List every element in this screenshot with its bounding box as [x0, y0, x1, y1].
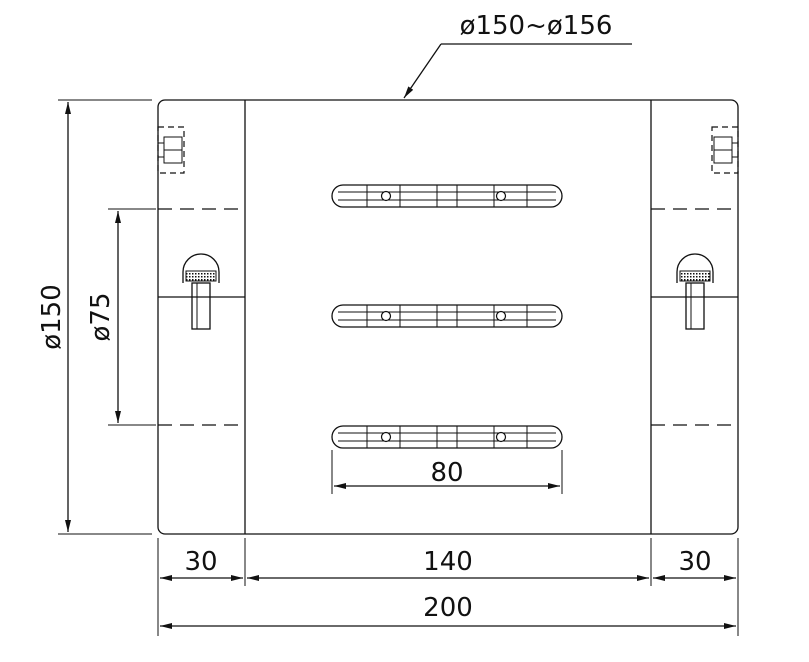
outer-diameter-range-label: ø150~ø156 — [460, 11, 613, 41]
slot — [331, 184, 563, 208]
segment-dimensions: 30 140 30 — [160, 547, 736, 581]
latch-pin-left — [182, 253, 220, 330]
overall-length-label: 200 — [423, 593, 473, 623]
slot-length-dimension: 80 — [331, 450, 563, 494]
set-screw-left — [157, 126, 185, 174]
slot-outline — [331, 184, 563, 208]
right-segment-label: 30 — [678, 547, 711, 577]
slot-hole — [380, 431, 392, 443]
slot-outline — [331, 304, 563, 328]
bottom-extension-lines — [157, 538, 739, 636]
slot — [331, 304, 563, 328]
body-outline — [157, 99, 739, 535]
overall-length-dimension: 200 — [160, 593, 736, 629]
slot-hole — [495, 310, 507, 322]
slot — [331, 425, 563, 449]
outer-diameter-leader: ø150~ø156 — [403, 11, 632, 99]
slot-hole — [380, 190, 392, 202]
hidden-bore-lines — [158, 208, 738, 426]
overall-height-dimension: ø150 — [37, 99, 152, 535]
set-screw-right — [711, 126, 739, 174]
middle-segment-label: 140 — [423, 547, 473, 577]
slot-hole — [380, 310, 392, 322]
inner-diameter-dimension: ø75 — [86, 208, 156, 426]
slot-hole — [495, 431, 507, 443]
latch-pin-right — [676, 253, 714, 330]
overall-height-label: ø150 — [37, 284, 67, 350]
left-segment-label: 30 — [184, 547, 217, 577]
slot-outline — [331, 425, 563, 449]
slot-hole — [495, 190, 507, 202]
slot-length-label: 80 — [430, 458, 463, 488]
inner-diameter-label: ø75 — [86, 293, 116, 342]
